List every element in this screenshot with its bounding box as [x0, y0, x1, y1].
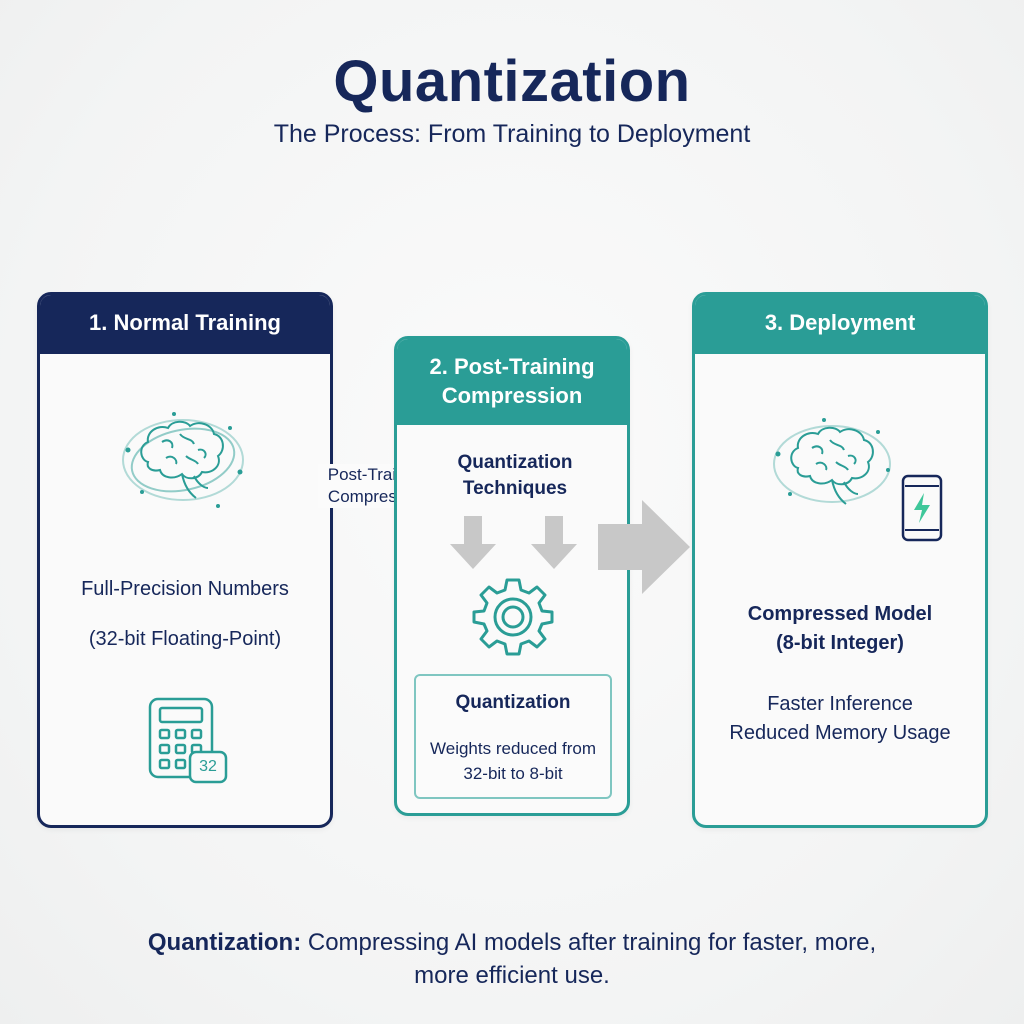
techniques-label: Quantization Techniques: [400, 450, 630, 502]
footer-line1: Quantization: Compressing AI models afte…: [0, 926, 1024, 959]
lightning-icon: [914, 493, 930, 523]
page-subtitle: The Process: From Training to Deployment: [273, 120, 751, 148]
card-deployment: 3. Deployment: [692, 292, 988, 828]
benefits-list: Faster Inference Reduced Memory Usage: [695, 690, 985, 748]
down-arrow-icon: [450, 516, 496, 569]
brain-icon: [122, 412, 244, 508]
quantization-box: Quantization Weights reduced from 32-bit…: [414, 674, 612, 799]
calculator-badge: 32: [199, 758, 217, 775]
benefit-faster-inference: Faster Inference: [767, 693, 913, 715]
footer-definition: Compressing AI models after training for…: [301, 929, 877, 956]
footer-term: Quantization:: [147, 929, 302, 956]
benefit-reduced-memory: Reduced Memory Usage: [729, 722, 951, 744]
card-header: 3. Deployment: [695, 295, 985, 354]
full-precision-label: Full-Precision Numbers: [81, 578, 289, 600]
compressed-model-label: Compressed Model (8-bit Integer): [695, 600, 985, 658]
floating-point-label: (32-bit Floating-Point): [88, 628, 282, 650]
smartphone-icon: [901, 474, 943, 542]
down-arrow-icon: [531, 516, 577, 569]
techniques-line2: Techniques: [462, 478, 568, 499]
card-header-line1: 2. Post-Training: [429, 354, 595, 379]
card-header-line2: Compression: [441, 383, 583, 408]
quantization-box-text: Weights reduced from 32-bit to 8-bit: [416, 736, 610, 786]
brain-icon: [773, 418, 891, 505]
compressed-model-line2: (8-bit Integer): [776, 632, 904, 654]
card-header: 1. Normal Training: [40, 295, 330, 354]
compressed-model-line1: Compressed Model: [747, 603, 933, 625]
card-header: 2. Post-Training Compression: [397, 339, 627, 425]
quantization-box-line1: Weights reduced from: [430, 739, 596, 758]
quantization-box-line2: 32-bit to 8-bit: [463, 764, 563, 783]
quantization-box-title: Quantization: [455, 692, 571, 713]
page-title: Quantization: [333, 49, 691, 114]
calculator-icon: 32: [148, 696, 238, 786]
right-arrow-icon: [598, 500, 690, 594]
techniques-line1: Quantization: [457, 452, 573, 473]
gear-icon: [472, 578, 554, 656]
footer-line2: more efficient use.: [414, 962, 610, 989]
footer-caption: Quantization: Compressing AI models afte…: [0, 926, 1024, 992]
